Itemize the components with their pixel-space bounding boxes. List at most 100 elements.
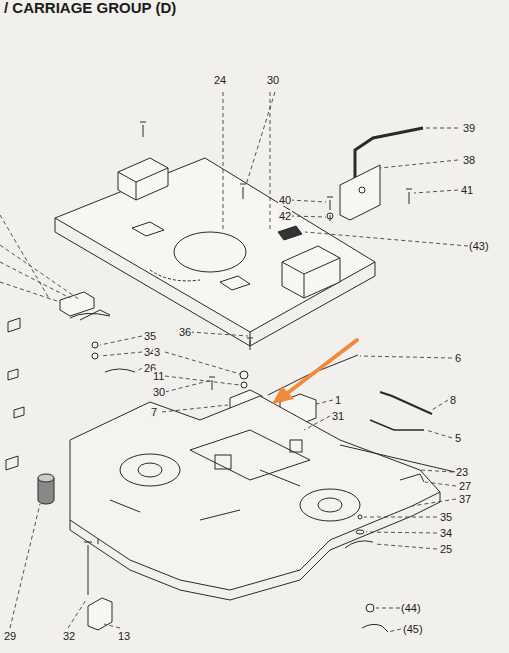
drawing-stroke [272, 386, 294, 404]
drawing-stroke [92, 342, 98, 348]
drawing-stroke [240, 184, 246, 199]
callout-number: 36 [178, 326, 192, 338]
callout-number: 5 [454, 432, 462, 444]
pointer-arrow [272, 340, 357, 404]
drawing-stroke [100, 352, 142, 356]
drawing-stroke [165, 376, 240, 385]
drawing-stroke [190, 332, 248, 336]
drawing-stroke [70, 313, 110, 318]
drawing-stroke [414, 190, 458, 193]
callout-number: 27 [458, 480, 472, 492]
drawing-stroke [366, 532, 437, 533]
callout-number: 6 [454, 352, 462, 364]
drawing-stroke [162, 405, 228, 412]
drawing-stroke [270, 92, 271, 230]
drawing-stroke [304, 274, 305, 298]
drawing-stroke [282, 246, 340, 298]
drawing-stroke [88, 598, 112, 630]
drawing-stroke [285, 340, 357, 395]
callout-number: 35 [143, 330, 157, 342]
drawing-stroke [305, 232, 468, 246]
callout-number: 25 [439, 543, 453, 555]
drawing-stroke [0, 245, 80, 300]
drawing-stroke [165, 352, 240, 374]
drawing-stroke [345, 541, 373, 548]
drawing-stroke [318, 498, 342, 512]
callout-number: 8 [449, 394, 457, 406]
drawing-stroke [220, 276, 250, 290]
drawing-stroke [290, 440, 302, 452]
drawing-stroke [0, 282, 60, 302]
callout-number: 35 [439, 511, 453, 523]
drawing-stroke [118, 158, 168, 200]
callout-number: 29 [3, 630, 17, 642]
drawing-stroke [366, 604, 374, 612]
drawing-stroke [370, 420, 424, 430]
drawing-stroke [290, 216, 326, 217]
drawing-stroke [84, 542, 92, 595]
drawing-stroke [190, 430, 310, 480]
drawing-stroke [0, 215, 50, 300]
drawing-stroke [132, 222, 164, 236]
title: / CARRIAGE GROUP (D) [4, 0, 176, 16]
drawing-stroke [140, 122, 146, 137]
drawing-stroke [290, 200, 326, 202]
drawing-stroke [241, 382, 247, 388]
drawing-stroke [209, 377, 215, 390]
drawing-stroke [406, 189, 412, 204]
drawing-stroke [388, 629, 401, 632]
drawing-stroke [104, 624, 120, 628]
callout-number: 24 [213, 74, 227, 86]
callout-number: 38 [462, 154, 476, 166]
drawing-stroke [246, 92, 275, 185]
callout-number: 11 [152, 370, 165, 382]
drawing-stroke [240, 371, 248, 379]
drawing-stroke [8, 369, 18, 380]
drawing-stroke [282, 258, 340, 274]
callout-number: (44) [400, 602, 422, 614]
callout-number: 30 [152, 386, 166, 398]
callout-number: 23 [455, 466, 469, 478]
drawing-stroke [426, 430, 452, 438]
drawing-stroke [55, 158, 375, 332]
drawing-stroke [38, 474, 54, 482]
drawing-stroke [327, 197, 333, 210]
drawing-stroke [215, 455, 231, 469]
drawing-stroke [358, 515, 362, 519]
drawing-stroke [120, 454, 180, 486]
drawing-stroke [165, 380, 212, 392]
callout-number: 39 [462, 122, 476, 134]
drawing-stroke [356, 530, 364, 534]
drawing-stroke [360, 356, 452, 358]
drawing-stroke [8, 318, 20, 332]
callout-number: 13 [117, 630, 131, 642]
drawing-stroke [330, 215, 331, 221]
drawing-stroke [70, 492, 440, 600]
drawing-stroke [362, 624, 388, 632]
drawing-stroke [100, 336, 142, 345]
drawing-stroke [0, 262, 70, 298]
drawing-stroke [364, 517, 437, 518]
drawing-stroke [432, 400, 448, 410]
callout-number: 30 [266, 74, 280, 86]
drawing-stroke [70, 396, 440, 590]
drawing-stroke [340, 165, 380, 220]
drawing-stroke [0, 92, 468, 632]
callout-number: (45) [402, 623, 424, 635]
callout-number: 32 [62, 630, 76, 642]
drawing-stroke [278, 226, 302, 240]
callout-number: 31 [331, 410, 345, 422]
drawing-stroke [0, 92, 468, 632]
callout-number: 42 [278, 210, 292, 222]
callout-number: 7 [150, 406, 158, 418]
drawing-stroke [55, 218, 375, 346]
drawing-stroke [105, 369, 135, 372]
callout-number: (43) [468, 240, 490, 252]
drawing-stroke [327, 213, 333, 219]
drawing-stroke [316, 400, 333, 404]
drawing-stroke [400, 474, 424, 482]
drawing-stroke [380, 392, 432, 414]
drawing-stroke [68, 600, 86, 628]
callout-number: 3 [153, 346, 161, 358]
